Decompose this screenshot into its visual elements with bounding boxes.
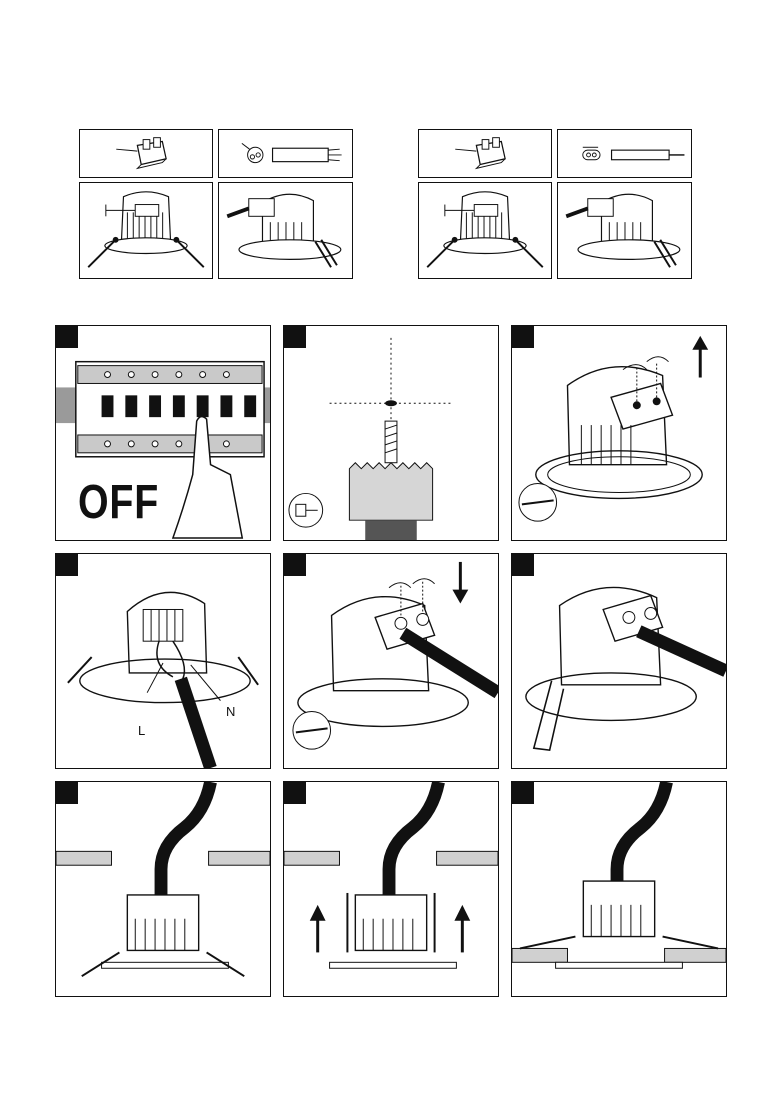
neutral-wire-label: N [226, 704, 235, 719]
step-4-panel: L N [55, 553, 271, 769]
downlight-side-diagram-right [418, 182, 552, 279]
step-3-panel [511, 325, 727, 541]
step-9-panel [511, 781, 727, 997]
installed-light-icon [512, 782, 726, 996]
hole-saw-icon [284, 326, 498, 540]
step-5-panel [283, 553, 499, 769]
downlight-cable-diagram-right [557, 182, 692, 279]
cable-icon [558, 130, 691, 177]
strain-relief-diagram-left [79, 129, 213, 178]
screw-open-icon [512, 326, 726, 540]
step-2-panel [283, 325, 499, 541]
step-1-panel: OFF [55, 325, 271, 541]
assembled-light-icon [512, 554, 726, 768]
step-2-marker [284, 326, 306, 348]
strain-relief-icon [80, 130, 212, 177]
step-6-marker [512, 554, 534, 576]
step-4-marker [56, 554, 78, 576]
step-3-marker [512, 326, 534, 348]
downlight-side-diagram-left [79, 182, 213, 279]
strain-relief-icon [419, 130, 551, 177]
insert-arrows-icon [284, 782, 498, 996]
downlight-cable-diagram-left [218, 182, 353, 279]
step-5-marker [284, 554, 306, 576]
downlight-side-icon [80, 183, 212, 278]
cable-diagram-left [218, 129, 353, 178]
downlight-cable-icon [219, 183, 352, 278]
strain-relief-diagram-right [418, 129, 552, 178]
step-8-marker [284, 782, 306, 804]
step-8-panel [283, 781, 499, 997]
spring-clip-icon [56, 782, 270, 996]
step-6-panel [511, 553, 727, 769]
wiring-icon [56, 554, 270, 768]
cable-diagram-right [557, 129, 692, 178]
live-wire-label: L [138, 723, 145, 738]
off-label: OFF [78, 475, 159, 530]
step-9-marker [512, 782, 534, 804]
cable-icon [219, 130, 352, 177]
downlight-cable-icon [558, 183, 691, 278]
downlight-side-icon [419, 183, 551, 278]
step-1-marker [56, 326, 78, 348]
step-7-marker [56, 782, 78, 804]
screw-close-icon [284, 554, 498, 768]
step-7-panel [55, 781, 271, 997]
